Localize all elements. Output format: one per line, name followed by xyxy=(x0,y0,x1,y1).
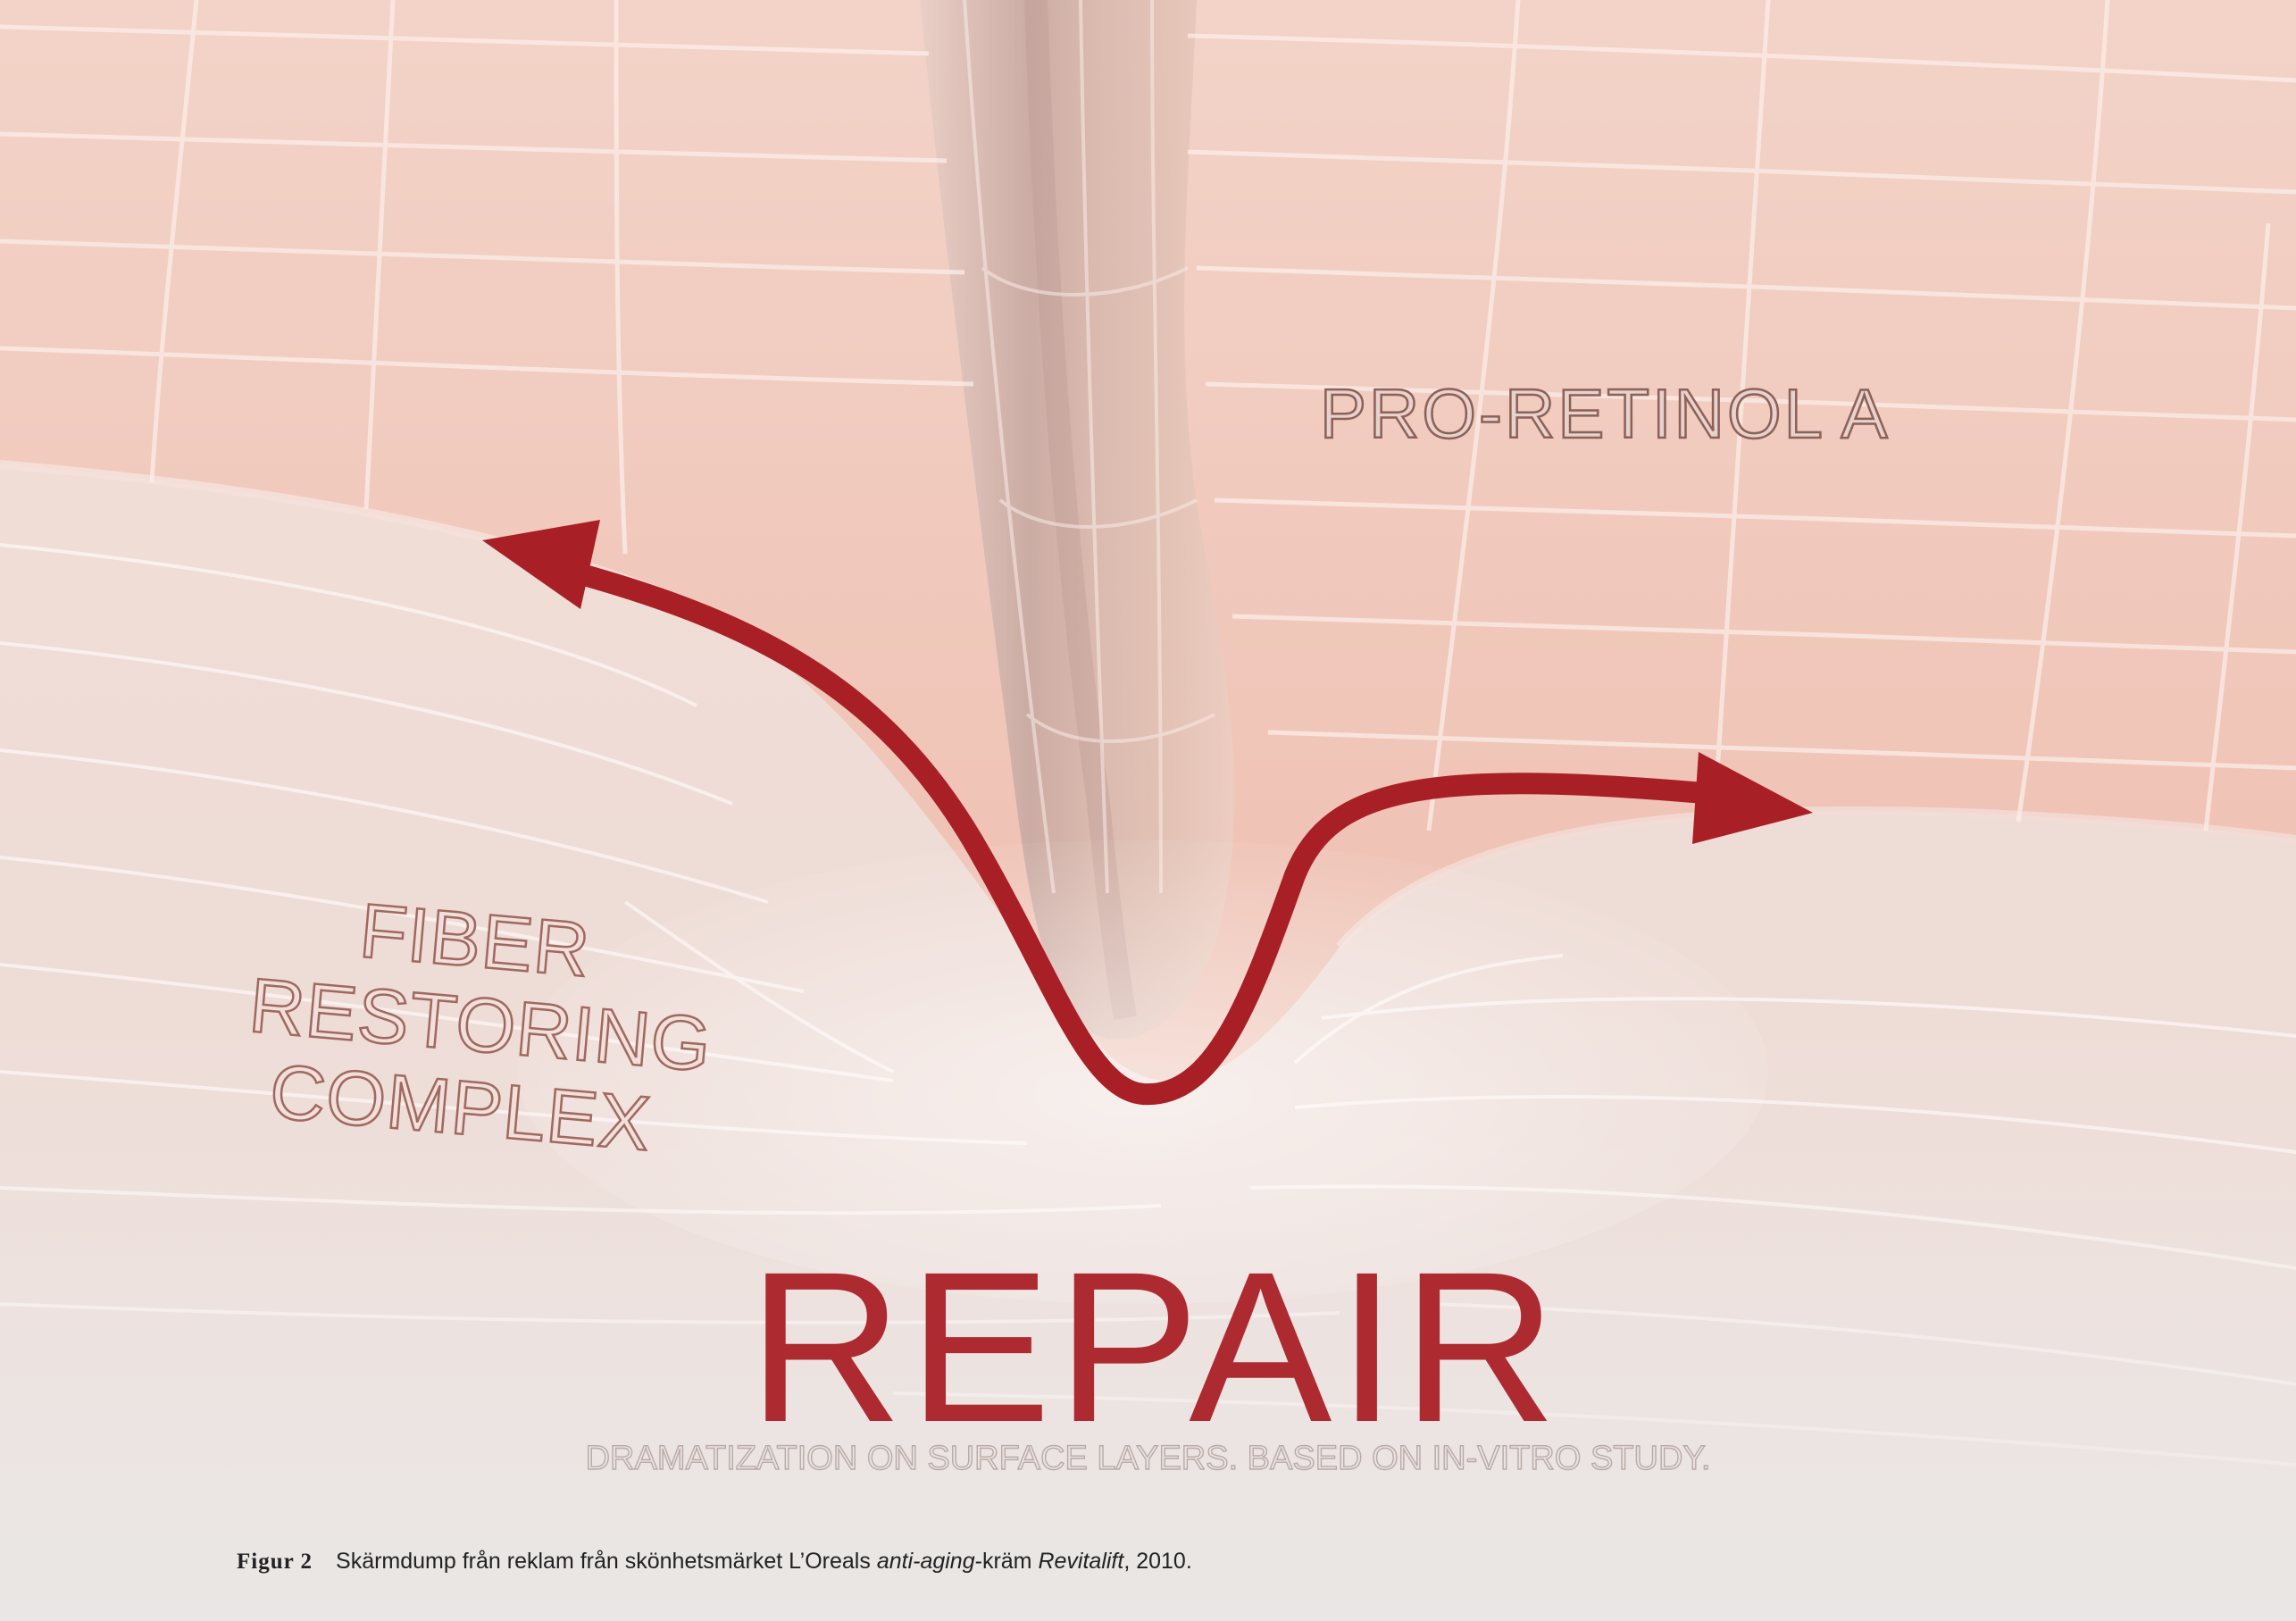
figure-number: Figur 2 xyxy=(237,1550,313,1574)
fiber-restoring-complex-label: FIBER RESTORING COMPLEX xyxy=(238,880,697,1169)
caption-italic: anti-aging xyxy=(877,1549,975,1574)
caption-text: , 2010. xyxy=(1123,1549,1191,1574)
caption-text: Skärmdump från reklam från skönhetsmärke… xyxy=(336,1549,877,1574)
disclaimer-text: DRAMATIZATION ON SURFACE LAYERS. BASED O… xyxy=(0,1440,2296,1478)
caption-italic: Revitalift xyxy=(1038,1549,1123,1574)
repair-headline: REPAIR xyxy=(0,1224,2296,1470)
pro-retinol-label: PRO-RETINOL A xyxy=(1320,373,1891,455)
caption-text: -kräm xyxy=(975,1549,1039,1574)
figure-caption: Figur 2 Skärmdump från reklam från skönhe… xyxy=(237,1549,1192,1575)
